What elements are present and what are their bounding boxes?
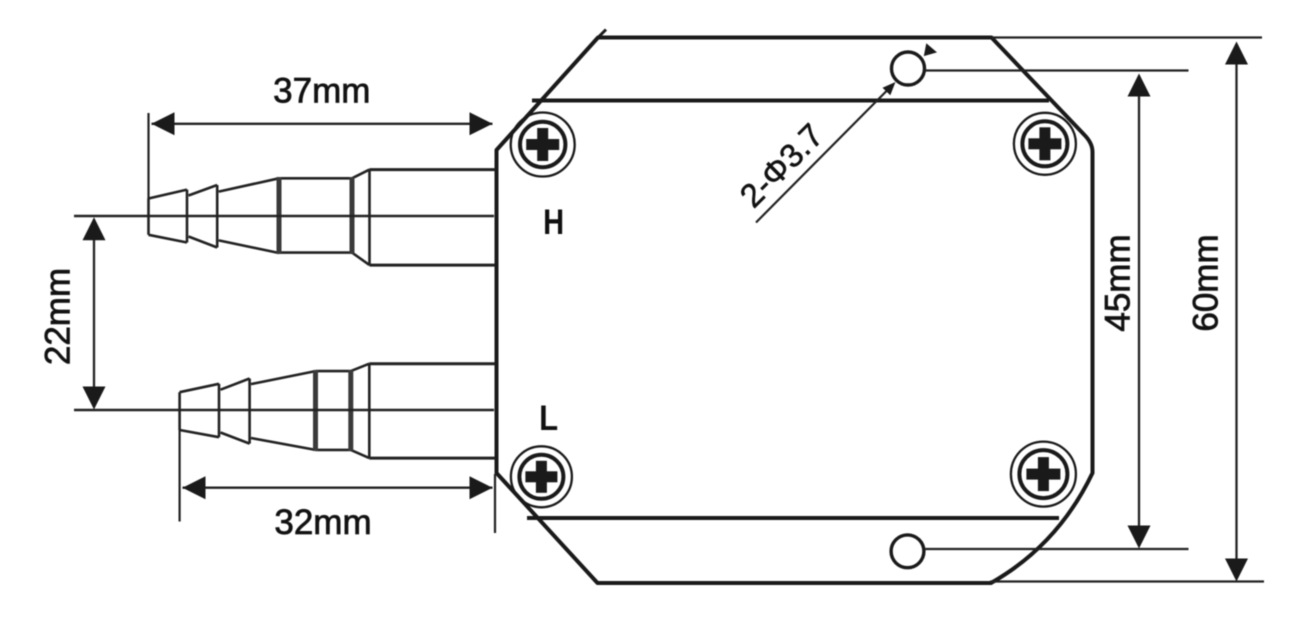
svg-text:L: L bbox=[539, 399, 558, 438]
svg-text:37mm: 37mm bbox=[273, 72, 370, 111]
svg-text:H: H bbox=[543, 203, 564, 242]
svg-text:32mm: 32mm bbox=[274, 503, 371, 542]
svg-text:45mm: 45mm bbox=[1099, 234, 1138, 331]
svg-text:2-Φ3.7: 2-Φ3.7 bbox=[732, 116, 830, 214]
svg-text:22mm: 22mm bbox=[39, 268, 78, 365]
svg-text:60mm: 60mm bbox=[1187, 234, 1226, 331]
